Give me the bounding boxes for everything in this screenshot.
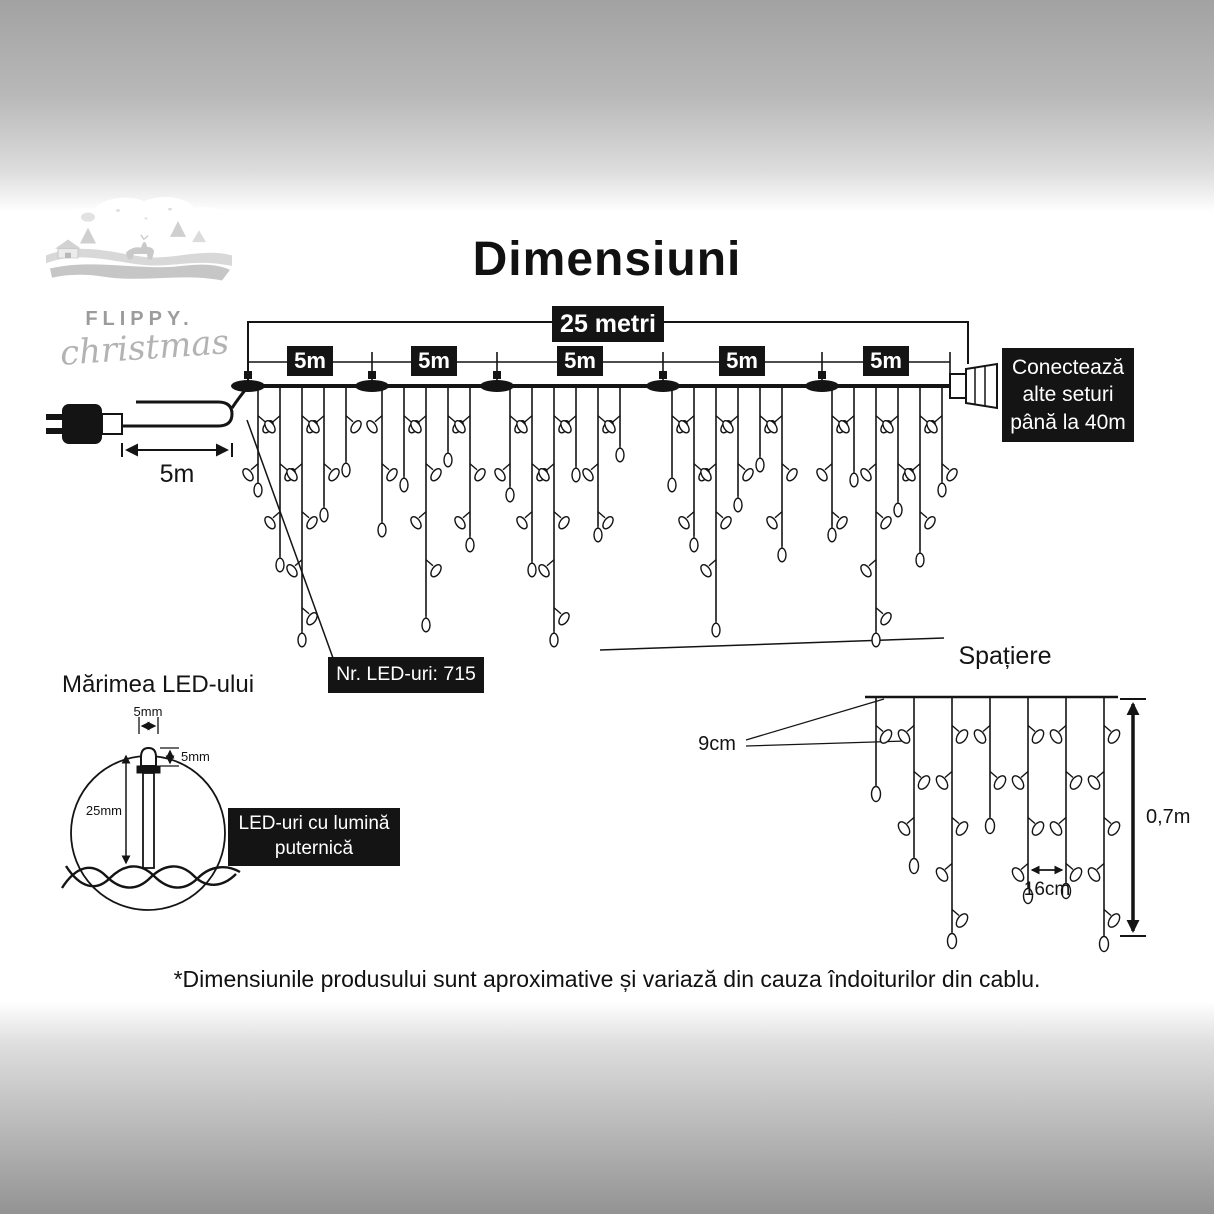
end-connector-icon	[949, 362, 998, 410]
bulb-height-dimension	[160, 747, 179, 767]
lead-cable-loop	[122, 387, 249, 428]
bulb-width-dimension	[138, 717, 159, 734]
spacing-9cm-leader	[745, 698, 885, 741]
spacing-heading: Spațiere	[958, 642, 1052, 670]
led-brightness-line: puternică	[274, 838, 354, 859]
total-length-label: 25 metri	[552, 306, 664, 342]
bulb-spacing-label: 9cm	[698, 733, 736, 755]
led-count-label: Nr. LED-uri: 715	[328, 657, 484, 693]
drop-length-label: 0,7m	[1146, 806, 1191, 828]
led-size-heading: Mărimea LED-ului	[61, 671, 255, 698]
twisted-wire	[60, 865, 237, 889]
led-count-leader-line	[246, 419, 334, 659]
bulb-height-label: 5mm	[181, 749, 210, 764]
power-plug-icon	[46, 404, 123, 444]
connect-info-line: Conectează	[1011, 356, 1125, 380]
horizontal-spacing-label: 16cm	[1023, 879, 1071, 900]
wire-clamp-icons	[231, 371, 839, 392]
icicle-drops-main	[242, 386, 958, 648]
icicle-drops-spacing	[870, 697, 1121, 953]
logo-winter-scene	[34, 197, 248, 298]
led-brightness-line: LED-uri cu lumină	[238, 813, 390, 835]
spacing-diagram	[745, 695, 1146, 953]
segment-length-label-3: 5m	[557, 346, 603, 376]
segment-length-label-4: 5m	[719, 346, 765, 376]
bulb-width-label: 5mm	[133, 704, 163, 719]
connect-info-line: alte seturi	[1022, 383, 1114, 407]
brand-logo: FLIPPY. christmas	[22, 188, 257, 418]
drop-length-dimension	[1120, 698, 1146, 937]
led-bulb-base	[136, 765, 161, 774]
connect-info-line: până la 40m	[1010, 410, 1126, 434]
logo-brand-text: FLIPPY.	[85, 308, 194, 330]
twisted-wire	[64, 865, 241, 889]
lead-length-label: 5m	[159, 460, 195, 488]
segment-length-label-1: 5m	[287, 346, 333, 376]
led-body	[142, 772, 155, 869]
led-bulb-dome	[140, 746, 157, 767]
segment-length-label-2: 5m	[411, 346, 457, 376]
segment-length-label-5: 5m	[863, 346, 909, 376]
led-total-height-label: 25mm	[85, 803, 122, 818]
led-size-diagram	[60, 717, 241, 911]
page-title: Dimensiuni	[472, 233, 742, 286]
footnote: *Dimensiunile produsului sunt aproximati…	[173, 966, 1041, 992]
spacing-leader-line	[599, 637, 945, 651]
lead-length-dimension	[121, 443, 233, 457]
spacing-9cm-leader	[745, 740, 907, 747]
led-brightness-callout: LED-uri cu lumină puternică	[228, 808, 400, 866]
connect-info-box: Conectează alte seturi până la 40m	[1002, 348, 1134, 442]
